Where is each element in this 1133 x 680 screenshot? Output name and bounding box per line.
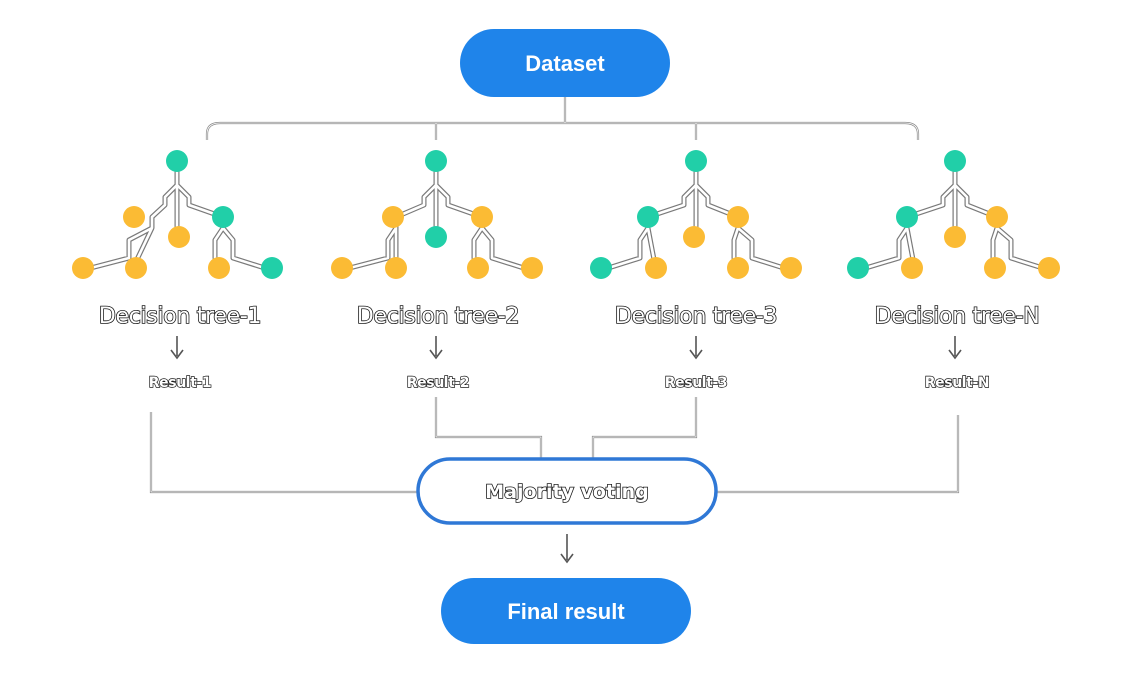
- tree-edges: [82, 161, 272, 273]
- final-result-node: Final result: [441, 578, 691, 644]
- tree-leaf-4: [521, 257, 543, 279]
- tree-node-middle: [425, 226, 447, 248]
- tree-edges: [601, 161, 791, 273]
- tree-label: Decision tree-2: [357, 304, 519, 329]
- dataset-node: Dataset: [460, 29, 670, 97]
- tree-leaf-2: [645, 257, 667, 279]
- tree-leaf-4: [261, 257, 283, 279]
- dataset-label: Dataset: [525, 51, 605, 76]
- tree-leaf-3: [208, 257, 230, 279]
- result-label: Result-3: [665, 375, 727, 391]
- result-label: Result-N: [925, 375, 989, 391]
- tree-leaf-1: [72, 257, 94, 279]
- dataset-bracket: [205, 97, 920, 140]
- tree-leaf-3: [467, 257, 489, 279]
- final-result-label: Final result: [507, 599, 625, 624]
- tree-node-middle: [168, 226, 190, 248]
- tree-edges: [341, 161, 531, 273]
- tree-node-left: [637, 206, 659, 228]
- tree-node-root: [685, 150, 707, 172]
- tree-node-left: [123, 206, 145, 228]
- tree-leaf-4: [780, 257, 802, 279]
- majority-voting-node: Majority voting: [416, 457, 718, 525]
- tree-node-root: [425, 150, 447, 172]
- tree-label: Decision tree-N: [875, 304, 1040, 329]
- tree-node-left: [382, 206, 404, 228]
- tree-leaf-4: [1038, 257, 1060, 279]
- tree-edges: [858, 161, 1050, 273]
- tree-node-right: [471, 206, 493, 228]
- decision-tree-1: Decision tree-1 Result-1: [72, 150, 283, 392]
- result-label: Result-2: [407, 375, 469, 391]
- tree-node-middle: [683, 226, 705, 248]
- down-arrow-icon: [948, 336, 962, 360]
- tree-node-root: [944, 150, 966, 172]
- decision-tree-2: Decision tree-2 Result-2: [331, 150, 543, 392]
- result-label: Result-1: [149, 375, 211, 391]
- tree-node-left: [896, 206, 918, 228]
- tree-node-right: [727, 206, 749, 228]
- tree-label: Decision tree-3: [615, 304, 777, 329]
- result-connectors: [149, 397, 960, 494]
- tree-node-root: [166, 150, 188, 172]
- tree-leaf-2: [125, 257, 147, 279]
- down-arrow-icon: [170, 336, 184, 360]
- tree-leaf-3: [727, 257, 749, 279]
- decision-tree-n: Decision tree-N Result-N: [847, 150, 1060, 392]
- tree-node-middle: [944, 226, 966, 248]
- tree-label: Decision tree-1: [99, 304, 261, 329]
- down-arrow-icon: [429, 336, 443, 360]
- tree-leaf-2: [385, 257, 407, 279]
- tree-leaf-3: [984, 257, 1006, 279]
- down-arrow-icon: [689, 336, 703, 360]
- tree-leaf-2: [901, 257, 923, 279]
- tree-leaf-1: [847, 257, 869, 279]
- decision-tree-3: Decision tree-3 Result-3: [590, 150, 802, 392]
- tree-leaf-1: [331, 257, 353, 279]
- tree-node-right: [986, 206, 1008, 228]
- tree-node-right: [212, 206, 234, 228]
- majority-voting-label: Majority voting: [485, 481, 648, 503]
- tree-leaf-1: [590, 257, 612, 279]
- down-arrow-icon: [560, 534, 574, 564]
